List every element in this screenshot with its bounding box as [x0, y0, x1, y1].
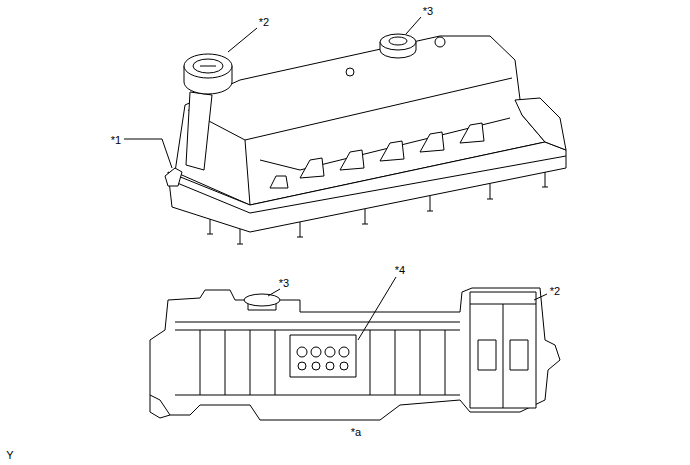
oil-filler-cap — [184, 54, 232, 94]
leader-line — [228, 28, 257, 52]
leader-line — [358, 277, 396, 340]
breather-cap-side — [244, 294, 280, 310]
callout-number: *3 — [279, 278, 289, 289]
callout-number: *4 — [395, 265, 405, 276]
leader-line — [268, 289, 280, 296]
cover-body-side — [150, 288, 560, 420]
cover-flange — [168, 142, 566, 232]
flange-edge — [170, 156, 566, 213]
left-end-tab — [165, 168, 182, 186]
leader-line — [534, 294, 547, 300]
knob — [346, 68, 354, 76]
left-bracket — [150, 395, 170, 418]
filler-tube — [470, 292, 536, 408]
view-label: *a — [351, 427, 361, 438]
bottom-view — [150, 288, 560, 420]
breather-cap — [380, 34, 416, 58]
callout-number: *2 — [259, 17, 269, 28]
filler-neck — [186, 92, 212, 170]
top-view — [165, 34, 566, 244]
leader-line — [406, 17, 421, 34]
connector-loops — [297, 347, 349, 370]
inner-channel — [175, 322, 460, 395]
knob — [435, 37, 445, 47]
connector-housing — [290, 335, 356, 377]
bolts — [207, 172, 548, 244]
callout-number: *1 — [111, 135, 121, 146]
right-end-bracket — [515, 98, 566, 150]
leader-line — [124, 139, 172, 168]
ribs — [200, 330, 445, 395]
leader-lines — [124, 17, 547, 340]
figure-code: Y — [6, 450, 13, 461]
callout-number: *3 — [423, 6, 433, 17]
callout-number: *2 — [550, 286, 560, 297]
